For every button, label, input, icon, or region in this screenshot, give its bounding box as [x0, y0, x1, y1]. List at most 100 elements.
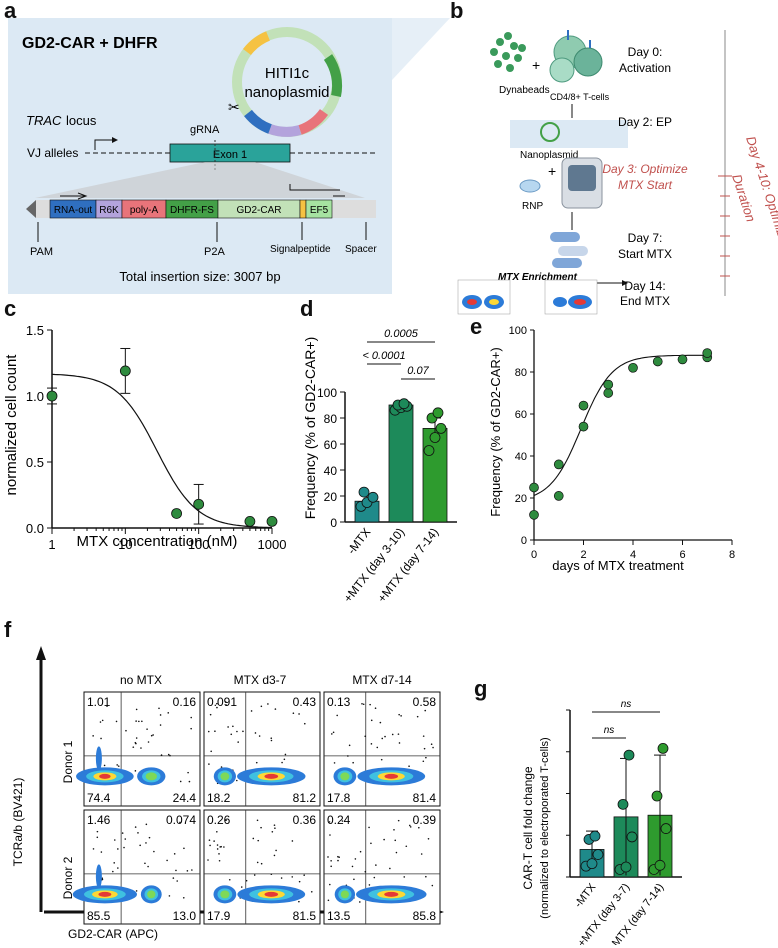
- segment-label-3: DHFR-FS: [170, 205, 214, 216]
- facs-dot: [398, 742, 401, 744]
- facs-dot: [166, 859, 168, 862]
- pam-label: PAM: [30, 246, 53, 258]
- facs-dot: [168, 895, 171, 897]
- facs-dot: [158, 707, 160, 710]
- facs-quadrant-ll: 17.8: [327, 791, 351, 805]
- e-point: [578, 421, 589, 432]
- chart-c-ylabel: normalized cell count: [3, 354, 20, 496]
- facs-dot: [240, 886, 243, 888]
- facs-dot: [225, 819, 227, 822]
- d-ytick-label: 60: [324, 438, 338, 452]
- signalpeptide-label: Signalpeptide: [270, 244, 331, 255]
- facs-dot: [146, 728, 148, 730]
- facs-dot: [216, 702, 218, 705]
- facs-dot: [270, 873, 273, 876]
- facs-dot: [393, 828, 395, 831]
- facs-dot: [362, 703, 365, 706]
- d-point: [398, 398, 410, 410]
- facs-dot: [351, 865, 354, 868]
- facs-col-1: MTX d3-7: [234, 673, 287, 687]
- tcells-label: CD4/8+ T-cells: [550, 92, 610, 102]
- locus-label: locus: [66, 113, 97, 128]
- facs-ylabel: TCRa/b (BV421): [11, 778, 25, 867]
- e-xtick-label: 4: [630, 549, 636, 561]
- g-point: [651, 790, 663, 802]
- facs-dot: [432, 746, 434, 749]
- c-fit-curve: [51, 373, 272, 529]
- facs-dot: [374, 707, 377, 709]
- facs-dot: [245, 879, 248, 882]
- facs-dot: [237, 741, 239, 743]
- facs-dot: [330, 865, 332, 868]
- facs-dot: [274, 708, 277, 710]
- facs-dot: [135, 708, 138, 711]
- facs-quadrant-ur: 0.074: [166, 813, 196, 827]
- facs-dot: [310, 890, 313, 893]
- facs-quadrant-lr: 13.0: [173, 909, 197, 923]
- facs-dot: [400, 715, 402, 717]
- facs-tail: [95, 746, 102, 771]
- facs-dot: [224, 701, 227, 703]
- facs-dot: [218, 859, 221, 862]
- tcells-icon: [549, 30, 603, 83]
- d-point: [367, 491, 379, 503]
- enrichment-label: MTX Enrichment: [498, 272, 578, 283]
- facs-quadrant-ul: 1.46: [87, 813, 111, 827]
- facs-quadrant-lr: 81.4: [413, 791, 437, 805]
- day14-label: Day 14:: [624, 279, 665, 293]
- e-ytick-label: 80: [515, 367, 527, 379]
- segment-label-5: EF5: [310, 205, 329, 216]
- facs-dot: [422, 735, 425, 737]
- d-point: [432, 407, 444, 419]
- facs-dot: [253, 874, 256, 876]
- g-category-label: -MTX: [572, 881, 598, 910]
- segment-label-2: poly-A: [130, 205, 159, 216]
- facs-row-1: Donor 2: [61, 856, 75, 899]
- facs-dot: [431, 884, 434, 887]
- plus-1: +: [532, 57, 540, 73]
- facs-dot: [173, 853, 176, 855]
- facs-dot: [292, 712, 295, 715]
- facs-quadrant-lr: 24.4: [173, 791, 197, 805]
- facs-dot: [354, 858, 357, 860]
- dynabeads-icon: [490, 32, 526, 72]
- g-point: [654, 859, 666, 871]
- d-ytick-label: 0: [330, 516, 337, 530]
- facs-quadrant-ur: 0.43: [293, 695, 317, 709]
- facs-dot: [422, 760, 425, 763]
- facs-dot: [369, 703, 371, 706]
- facs-plot-frame: [203, 809, 321, 925]
- facs-dot: [284, 753, 287, 756]
- facs-dot: [370, 842, 372, 845]
- g-point: [660, 823, 672, 834]
- c-xtick-label: 10: [118, 537, 132, 552]
- e-fit-curve: [533, 354, 708, 497]
- facs-dot: [216, 844, 219, 846]
- nanoplasmid-label: Nanoplasmid: [520, 150, 578, 161]
- panel-b-workflow: Dynabeads + CD4/8+ T-cells Nanoplasmid +…: [490, 30, 778, 296]
- facs-col-0: no MTX: [120, 673, 162, 687]
- y-axis-arrowhead: [36, 646, 46, 660]
- e-ytick-label: 20: [515, 493, 527, 505]
- chart-g-ylabel2: (normalized to electroporated T-cells): [539, 737, 551, 918]
- facs-dot: [121, 832, 124, 834]
- e-ytick-label: 60: [515, 409, 527, 421]
- panel-a-background-tail: [392, 18, 450, 80]
- facs-dot: [379, 721, 382, 724]
- g-point: [620, 861, 632, 873]
- e-ytick-label: 100: [509, 325, 527, 337]
- facs-dot: [348, 744, 351, 747]
- total-insertion-size: Total insertion size: 3007 bp: [119, 269, 280, 284]
- c-point: [119, 365, 131, 377]
- facs-quadrant-ll: 17.9: [207, 909, 231, 923]
- facs-quadrant-ll: 74.4: [87, 791, 111, 805]
- facs-dot: [209, 713, 212, 716]
- facs-dot: [147, 865, 149, 868]
- facs-dot: [364, 870, 367, 873]
- segment-label-1: R6K: [99, 205, 119, 216]
- facs-quadrant-ul: 0.13: [327, 695, 351, 709]
- facs-dot: [191, 869, 193, 871]
